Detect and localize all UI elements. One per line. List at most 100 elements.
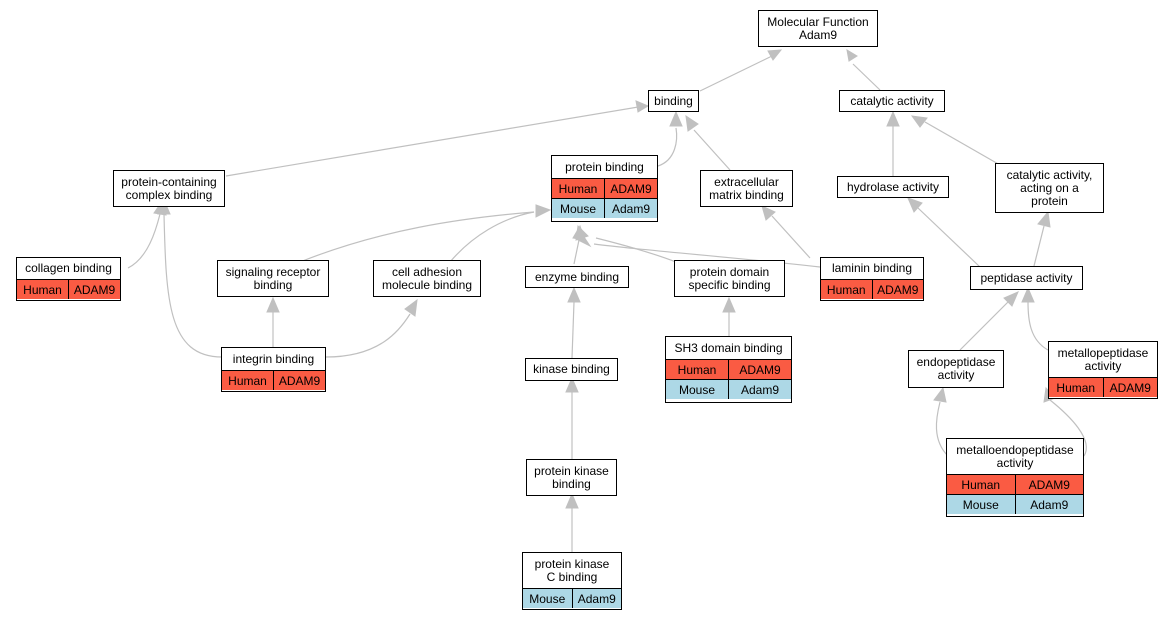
edge-binding-mf (699, 55, 773, 92)
node-label: peptidase activity (980, 270, 1073, 285)
edge-peptidase-cap (1033, 225, 1045, 267)
node-label: hydrolase activity (846, 179, 940, 194)
edge-laminin-ecm (771, 215, 811, 259)
edge-catalytic-mf (852, 63, 881, 91)
node-peptidase-activity[interactable]: peptidase activity (970, 266, 1083, 290)
edge-pb-binding (657, 127, 678, 167)
species-label: Human (558, 181, 598, 196)
node-label: Molecular Function Adam9 (767, 14, 869, 42)
arrowhead (846, 49, 858, 62)
node-enzyme-binding[interactable]: enzyme binding (525, 266, 629, 288)
arrowhead (907, 197, 923, 213)
edge-kinase-enzyme (571, 301, 575, 359)
node-cell-adhesion-molecule-binding[interactable]: cell adhesion molecule binding (373, 260, 481, 297)
gene-label: Adam9 (728, 380, 791, 399)
node-kinase-binding[interactable]: kinase binding (525, 358, 618, 381)
node-integrin-binding[interactable]: integrin binding Human ADAM9 (221, 347, 326, 392)
annotation-row-mouse: Mouse Adam9 (523, 588, 621, 608)
node-label: integrin binding (232, 351, 315, 366)
node-protein-domain-specific-binding[interactable]: protein domain specific binding (674, 260, 785, 297)
node-label: metalloendopeptidase activity (956, 442, 1074, 470)
node-label: protein domain specific binding (688, 264, 771, 292)
arrowhead (1003, 291, 1019, 307)
node-label: cell adhesion molecule binding (381, 264, 473, 292)
node-label: protein binding (565, 159, 644, 174)
arrowhead (404, 298, 418, 317)
node-metallopeptidase-activity[interactable]: metallopeptidase activity Human ADAM9 (1048, 341, 1158, 399)
species-label: Mouse (559, 201, 597, 216)
gene-label: ADAM9 (604, 179, 657, 198)
node-collagen-binding[interactable]: collagen binding Human ADAM9 (16, 257, 121, 301)
annotation-row-mouse: Mouse Adam9 (666, 379, 791, 399)
edge-metallo-peptidase (1027, 301, 1049, 351)
arrowhead (886, 110, 900, 127)
edge-ecm-binding (693, 129, 731, 171)
node-label: signaling receptor binding (225, 264, 321, 292)
species-label: Human (228, 373, 267, 388)
edge-pdsb-pb (595, 237, 677, 263)
node-signaling-receptor-binding[interactable]: signaling receptor binding (217, 260, 329, 297)
annotation-row-human: Human ADAM9 (821, 279, 923, 299)
node-label: SH3 domain binding (674, 340, 783, 355)
arrowhead (1021, 286, 1035, 303)
species-label: Human (826, 282, 866, 297)
node-label: protein kinase C binding (534, 556, 610, 584)
node-molecular-function[interactable]: Molecular Function Adam9 (758, 10, 878, 47)
node-binding[interactable]: binding (648, 90, 699, 112)
node-label: extracellular matrix binding (709, 174, 784, 202)
arrowhead (266, 296, 280, 313)
arrowhead (761, 205, 776, 221)
node-endopeptidase-activity[interactable]: endopeptidase activity (908, 350, 1004, 388)
species-label: Human (961, 477, 1001, 492)
arrowhead (722, 296, 736, 313)
edge-integrin-pcb (163, 213, 223, 358)
node-label: protein kinase binding (534, 463, 609, 491)
arrowhead (767, 49, 783, 61)
node-catalytic-activity[interactable]: catalytic activity (839, 90, 945, 112)
gene-label: ADAM9 (1014, 475, 1084, 494)
edge-enzyme-pb (573, 239, 580, 265)
species-label: Mouse (962, 497, 999, 512)
edge-pcb-binding (225, 106, 639, 177)
arrowhead (933, 386, 947, 403)
gene-label: ADAM9 (871, 280, 924, 299)
node-hydrolase-activity[interactable]: hydrolase activity (837, 176, 949, 198)
node-protein-kinase-c-binding[interactable]: protein kinase C binding Mouse Adam9 (522, 552, 622, 610)
node-laminin-binding[interactable]: laminin binding Human ADAM9 (820, 257, 924, 301)
node-protein-containing-complex-binding[interactable]: protein-containing complex binding (113, 170, 225, 207)
node-protein-binding[interactable]: protein binding Human ADAM9 Mouse Adam9 (551, 155, 658, 222)
edge-cam-pb (449, 211, 535, 263)
gene-label: ADAM9 (273, 371, 325, 390)
node-label: endopeptidase activity (916, 355, 996, 382)
edge-metalloendo-endo (935, 401, 949, 457)
arrowhead (577, 226, 592, 248)
node-extracellular-matrix-binding[interactable]: extracellular matrix binding (700, 170, 793, 207)
species-label: Mouse (678, 382, 716, 397)
node-catalytic-activity-acting-on-protein[interactable]: catalytic activity, acting on a protein (995, 163, 1104, 213)
gene-label: ADAM9 (68, 280, 120, 299)
arrowhead (565, 376, 579, 393)
arrowhead (535, 204, 552, 218)
arrowhead (1037, 210, 1051, 228)
node-label: catalytic activity, acting on a protein (1006, 167, 1093, 208)
node-label: collagen binding (25, 261, 112, 275)
annotation-row-human: Human ADAM9 (552, 178, 657, 198)
node-label: metallopeptidase activity (1057, 345, 1149, 373)
arrowhead (157, 198, 171, 215)
species-label: Mouse (529, 591, 566, 606)
node-label: kinase binding (533, 362, 610, 376)
gene-label: Adam9 (604, 199, 657, 218)
gene-label: Adam9 (1014, 495, 1084, 514)
edge-peptidase-hydro (917, 207, 981, 268)
node-label: catalytic activity (850, 93, 934, 108)
annotation-row-mouse: Mouse Adam9 (552, 198, 657, 218)
node-label: enzyme binding (534, 269, 620, 284)
arrowhead (565, 492, 579, 509)
node-sh3-domain-binding[interactable]: SH3 domain binding Human ADAM9 Mouse Ada… (665, 336, 792, 403)
node-protein-kinase-binding[interactable]: protein kinase binding (526, 459, 617, 496)
annotation-row-human: Human ADAM9 (666, 359, 791, 379)
node-metalloendopeptidase-activity[interactable]: metalloendopeptidase activity Human ADAM… (946, 438, 1084, 517)
arrowhead (685, 114, 699, 132)
arrowhead (910, 115, 928, 128)
annotation-row-human: Human ADAM9 (1049, 377, 1157, 397)
